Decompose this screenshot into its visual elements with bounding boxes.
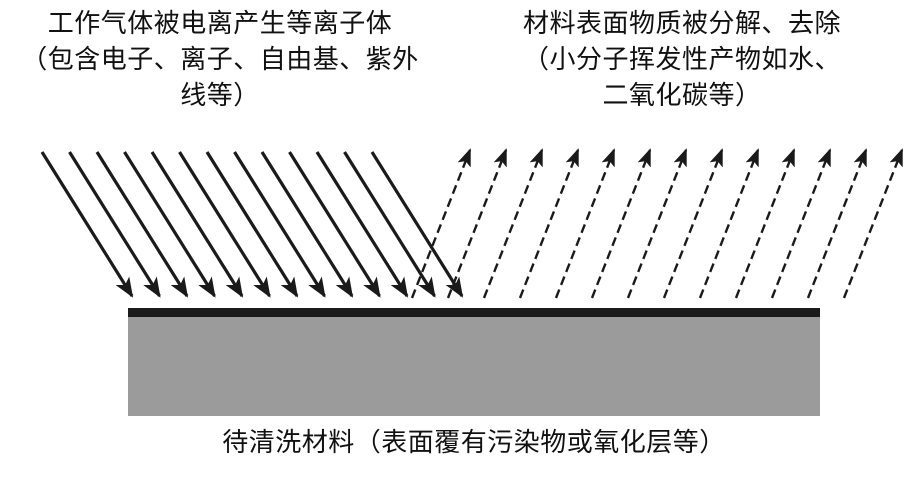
- outgoing-products-label-line-2: （小分子挥发性产物如水、: [522, 45, 841, 74]
- outgoing-products-label-line-1: 材料表面物质被分解、去除: [522, 9, 841, 38]
- contaminant-surface-layer-icon: [128, 308, 820, 317]
- incoming-plasma-label-line-2: （包含电子、离子、自由基、紫外: [21, 45, 419, 74]
- outgoing-products-label-line-3: 二氧化碳等）: [602, 81, 762, 110]
- material-caption: 待清洗材料（表面覆有污染物或氧化层等）: [222, 428, 726, 457]
- substrate-material: [128, 308, 820, 416]
- incident-plasma-arrows: [40, 151, 464, 298]
- material-bulk: [128, 317, 820, 416]
- incoming-plasma-label: 工作气体被电离产生等离子体 （包含电子、离子、自由基、紫外 线等）: [5, 6, 435, 114]
- incoming-plasma-label-line-1: 工作气体被电离产生等离子体: [47, 9, 393, 38]
- emitted-products-arrows: [410, 148, 904, 299]
- incoming-plasma-label-line-3: 线等）: [180, 81, 260, 110]
- outgoing-products-label: 材料表面物质被分解、去除 （小分子挥发性产物如水、 二氧化碳等）: [478, 6, 886, 114]
